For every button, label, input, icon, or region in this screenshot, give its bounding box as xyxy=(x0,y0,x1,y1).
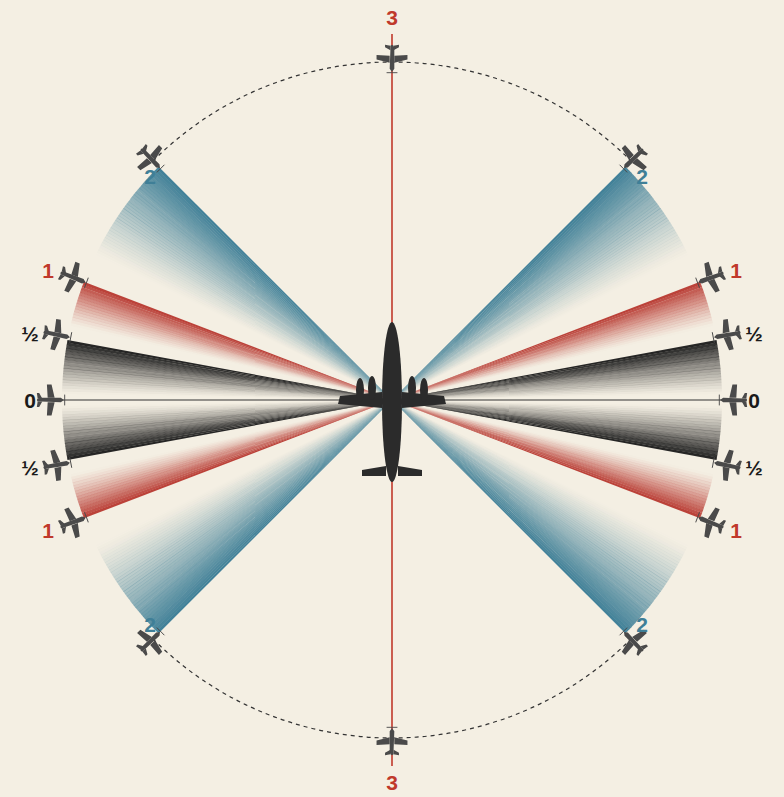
fighter-plane xyxy=(377,45,408,73)
fighter-plane xyxy=(40,447,73,483)
rating-number: 3 xyxy=(386,7,398,28)
rating-number: 0 xyxy=(748,390,760,411)
fighter-plane xyxy=(692,503,729,542)
rating-number: 2 xyxy=(636,166,648,187)
fighter-plane xyxy=(40,317,73,353)
sector-strip xyxy=(392,340,717,400)
fighter-plane xyxy=(719,385,747,416)
rating-number: ½ xyxy=(21,323,39,344)
sector-strip xyxy=(392,400,717,460)
rating-number: ½ xyxy=(745,323,763,344)
fighter-plane xyxy=(55,503,92,542)
rating-number: 2 xyxy=(636,614,648,635)
fighter-plane xyxy=(55,258,92,297)
rating-number: 0 xyxy=(24,390,36,411)
fighter-plane xyxy=(710,317,743,353)
fighter-plane xyxy=(37,385,65,416)
rating-number: 3 xyxy=(386,772,398,793)
rating-number: 2 xyxy=(144,614,156,635)
sector-strip xyxy=(67,340,392,400)
fighter-plane xyxy=(710,447,743,483)
rating-number: 1 xyxy=(730,520,742,541)
sector-strip xyxy=(67,400,392,460)
rating-number: ½ xyxy=(745,457,763,478)
fighter-planes xyxy=(37,45,747,755)
fighter-plane xyxy=(377,727,408,755)
rating-number: 1 xyxy=(42,260,54,281)
rating-number: ½ xyxy=(21,457,39,478)
fighter-plane xyxy=(692,258,729,297)
bomber xyxy=(338,322,446,482)
rating-number: 2 xyxy=(144,166,156,187)
rating-number: 1 xyxy=(42,520,54,541)
rating-number: 1 xyxy=(730,260,742,281)
